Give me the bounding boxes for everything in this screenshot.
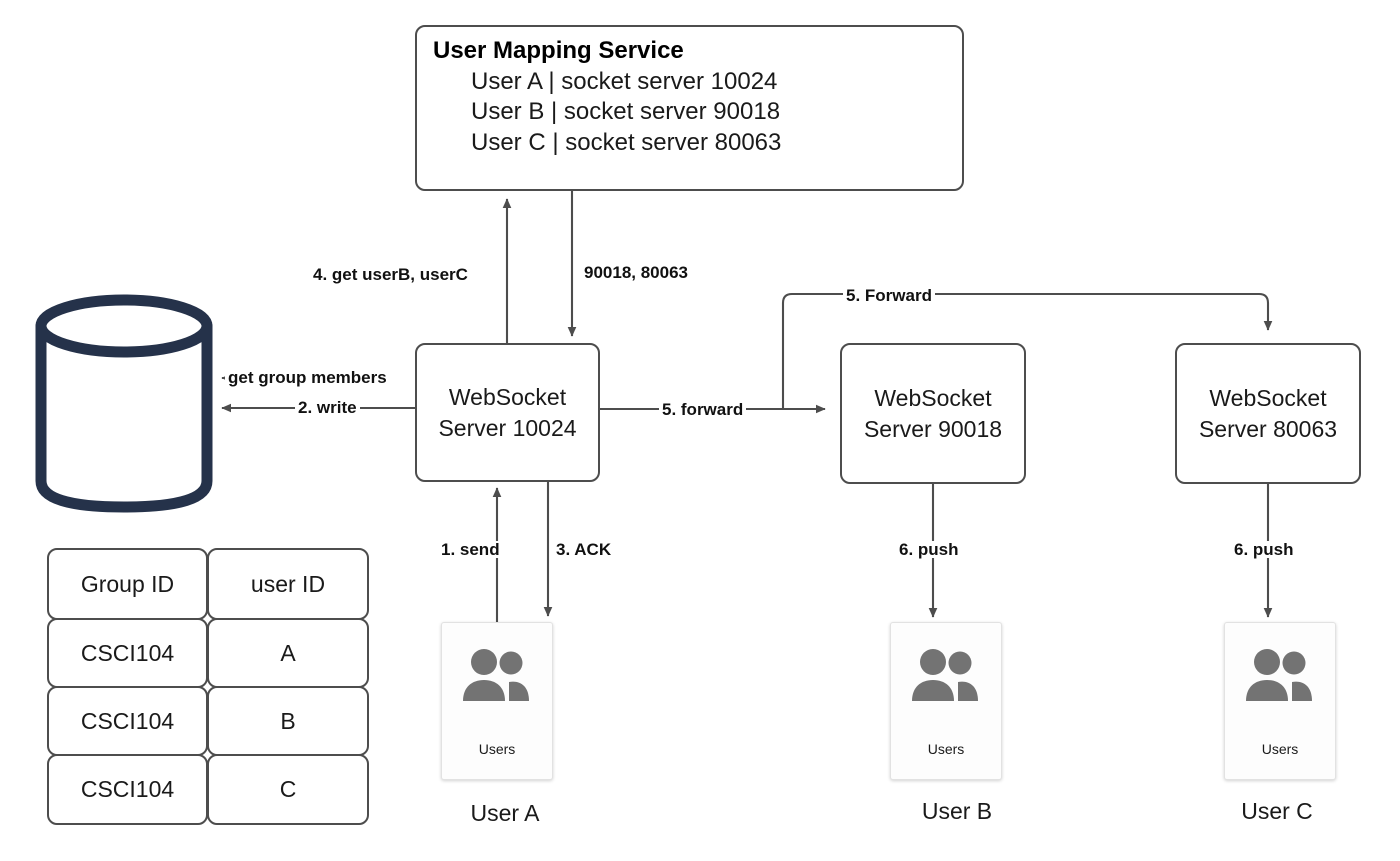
ums-row-user-a: User A | socket server 10024 [471,67,778,95]
table-header-user-id: user ID [207,548,369,620]
ws-90018-line1: WebSocket [874,385,992,412]
table-row-2-group-id: CSCI104 [47,754,208,825]
user-mapping-service-box: User Mapping Service User A | socket ser… [415,25,964,191]
websocket-server-10024-box: WebSocket Server 10024 [415,343,600,482]
database-cylinder-icon [35,294,213,513]
user-a-card-caption: Users [478,741,516,757]
user-c-label: User C [1241,798,1313,824]
users-icon [910,649,982,706]
websocket-server-80063-box: WebSocket Server 80063 [1175,343,1361,484]
user-a-card: Users [441,622,553,780]
user-c-card: Users [1224,622,1336,780]
table-row-2-user-id: C [207,754,369,825]
edge-label-push-b: 6. push [896,541,962,558]
table-row-1-group-id: CSCI104 [47,686,208,756]
ws-80063-line1: WebSocket [1209,385,1327,412]
user-c-card-caption: Users [1261,741,1299,757]
edge-label-forward-lower: 5. forward [659,401,747,418]
user-a-label: User A [470,800,540,826]
table-header-group-id: Group ID [47,548,208,620]
user-b-label: User B [921,798,993,824]
ums-row-user-c: User C | socket server 80063 [471,129,782,157]
ws-80063-line2: Server 80063 [1198,415,1338,442]
edge-label-ports-reply: 90018, 80063 [581,264,691,281]
table-row-0-user-id: A [207,618,369,688]
group-members-table: Group ID user ID CSCI104 A CSCI104 B CSC… [47,548,369,825]
edge-label-get-group-members: get group members [225,369,390,386]
users-icon [461,649,533,706]
user-b-card-caption: Users [927,741,965,757]
edge-label-write: 2. write [295,399,360,416]
edge-label-forward-upper: 5. Forward [843,287,935,304]
edge-label-send: 1. send [438,541,503,558]
users-icon [1244,649,1316,706]
ums-row-user-b: User B | socket server 90018 [471,98,781,126]
edge-label-ack: 3. ACK [553,541,615,558]
ums-title: User Mapping Service [433,37,684,64]
websocket-server-90018-box: WebSocket Server 90018 [840,343,1026,484]
user-b-card: Users [890,622,1002,780]
ws-90018-line2: Server 90018 [863,415,1003,442]
table-row-0-group-id: CSCI104 [47,618,208,688]
edge-label-get-userbc: 4. get userB, userC [310,266,471,283]
ws-10024-line1: WebSocket [448,384,567,411]
table-row-1-user-id: B [207,686,369,756]
edge-label-push-c: 6. push [1231,541,1297,558]
ws-10024-line2: Server 10024 [438,414,577,441]
